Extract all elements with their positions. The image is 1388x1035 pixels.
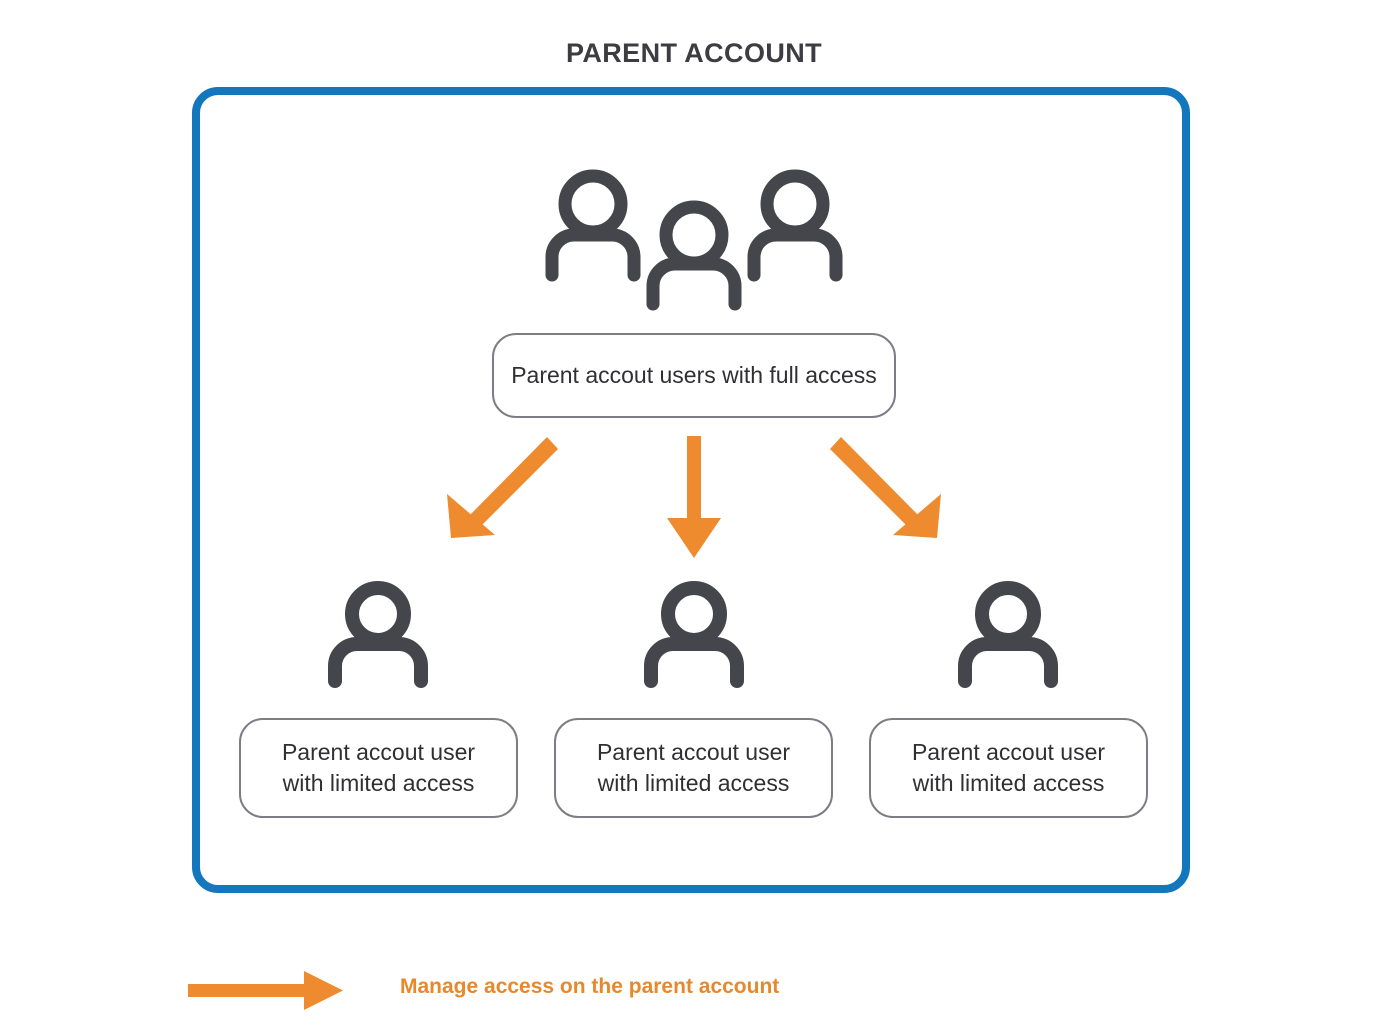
right-arrow-icon	[188, 971, 343, 1010]
leaf-label-box-2: Parent accout user with limited access	[554, 718, 833, 818]
page-title: PARENT ACCOUNT	[565, 38, 823, 68]
leaf-label-text-2: Parent accout user with limited access	[596, 739, 791, 796]
legend-label: Manage access on the parent account	[400, 975, 780, 998]
person-icon-3	[953, 578, 1063, 688]
top-label-box: Parent accout users with full access	[492, 333, 896, 418]
leaf-label-box-3: Parent accout user with limited access	[869, 718, 1148, 818]
legend: Manage access on the parent account	[186, 962, 1086, 1020]
top-label-text: Parent accout users with full access	[511, 362, 877, 389]
group-of-three-people-icon	[538, 162, 850, 312]
person-icon-2	[639, 578, 749, 688]
leaf-label-text-1: Parent accout user with limited access	[281, 739, 476, 796]
leaf-label-text-3: Parent accout user with limited access	[911, 739, 1106, 796]
leaf-label-box-1: Parent accout user with limited access	[239, 718, 518, 818]
person-icon-1	[323, 578, 433, 688]
